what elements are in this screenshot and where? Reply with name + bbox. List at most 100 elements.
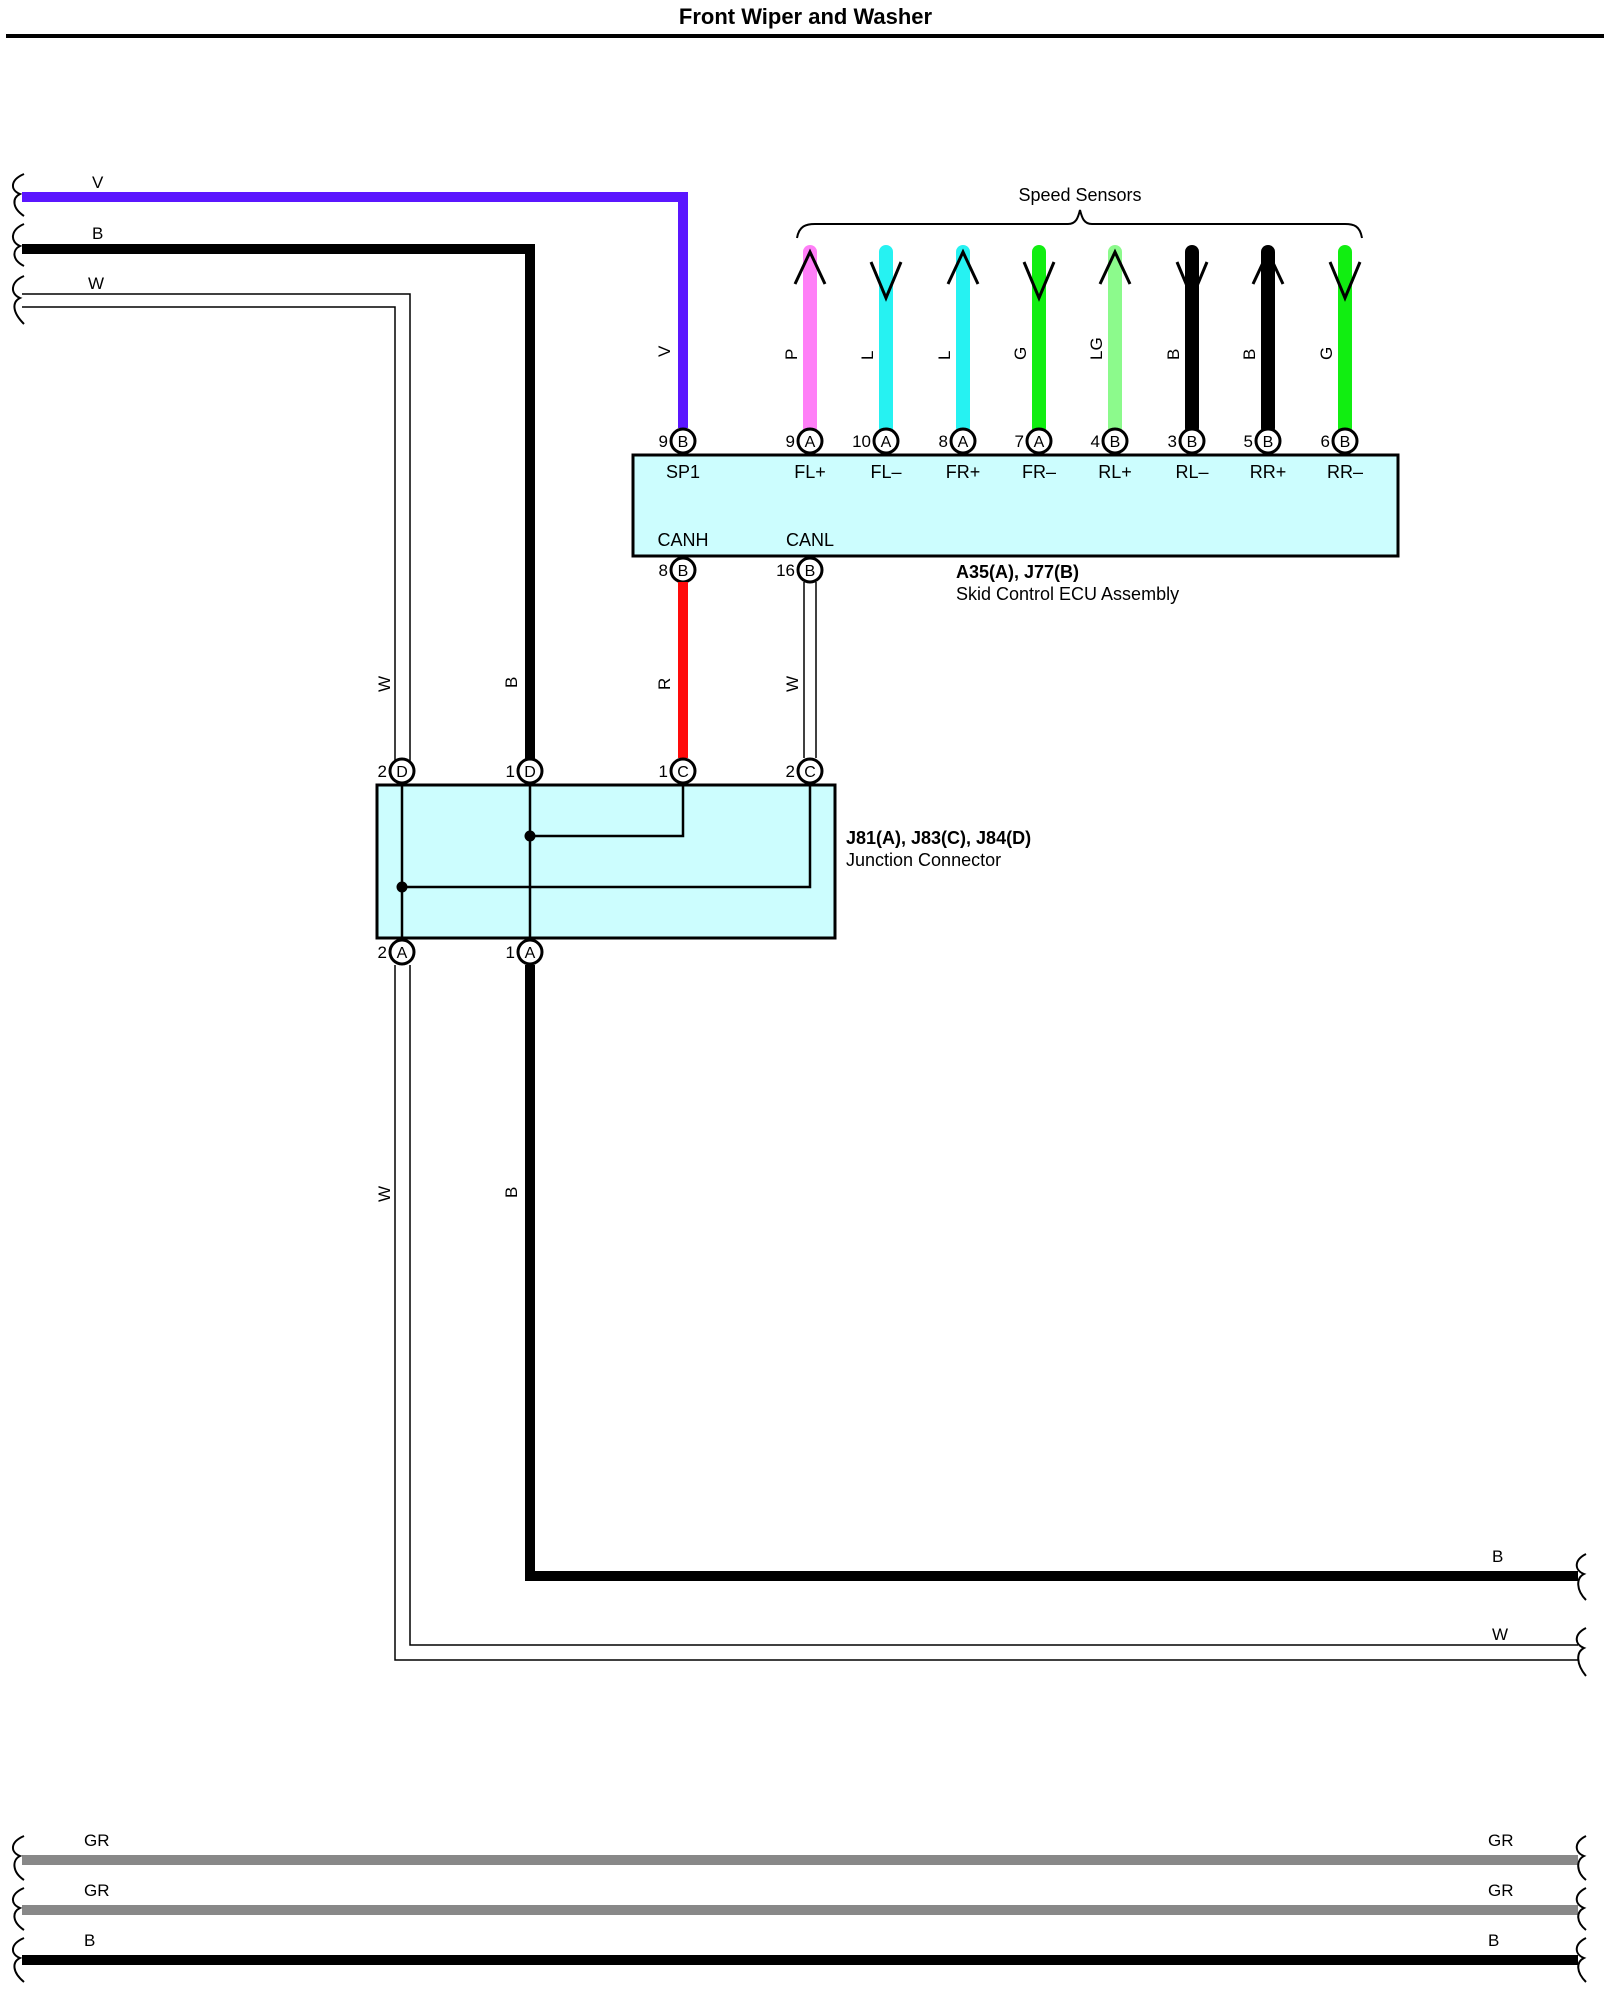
wire-label-w-lower: W [375,1186,394,1202]
ecu-signal-label: FR– [1022,462,1056,482]
pin-number: 3 [1168,432,1177,451]
wire-label-left: B [84,1931,95,1950]
break-marks-left [12,173,25,325]
connector-pin: A2 [378,938,416,966]
pin-number: 8 [659,561,668,580]
bottom-wire: GR GR [22,1881,1578,1915]
sensor-wire: LG [1087,245,1132,435]
pin-number: 8 [939,432,948,451]
pin-connector-letter: B [1340,434,1351,451]
pin-connector-letter: B [1263,434,1274,451]
wire-b-upper: B B [22,224,535,762]
pin-number: 6 [1321,432,1330,451]
splice-dot [524,830,536,842]
wire-canl-w [803,582,817,758]
wire-label-right: GR [1488,1831,1514,1850]
wire-color-label: L [935,351,954,360]
page-title: Front Wiper and Washer [678,4,933,29]
ecu-signal-label: FL– [870,462,901,482]
ecu-signal-label: RL– [1175,462,1208,482]
wire-v: V V [22,173,688,428]
pin-connector-letter: A [881,434,892,451]
wire-b-lower: B B [502,965,1578,1581]
connector-pin: A8 [939,427,977,455]
ecu-signal-label: RR– [1327,462,1363,482]
junction-connector-box [375,783,837,940]
junction-name-label: Junction Connector [846,850,1001,870]
connector-pin: B 16 [776,556,824,584]
ecu-signal-label: CANL [786,530,834,550]
connector-pin: B4 [1091,427,1129,455]
speed-sensors-label: Speed Sensors [1018,185,1141,205]
junction-code-label: J81(A), J83(C), J84(D) [846,828,1031,848]
wire-label-b-upper: B [502,677,521,688]
wire-label-left: GR [84,1881,110,1900]
connector-pin: B3 [1168,427,1206,455]
pin-number: 2 [378,762,387,781]
ecu-signal-label: RR+ [1250,462,1287,482]
sensor-wire: P [782,245,827,435]
connector-pin: D1 [506,757,544,785]
pin-number: 9 [659,432,668,451]
wire-color-label: G [1317,347,1336,360]
pin-connector-letter: C [804,764,816,781]
break-marks-right-middle [1575,1553,1587,1677]
ecu-code-label: A35(A), J77(B) [956,562,1079,582]
wire-label-w-upper: W [375,676,394,692]
pin-number: 10 [852,432,871,451]
pin-connector-letter: B [805,563,816,580]
ecu-signal-label: SP1 [666,462,700,482]
wire-label-b-right: B [1492,1547,1503,1566]
wire-label-right: B [1488,1931,1499,1950]
ecu-name-label: Skid Control ECU Assembly [956,584,1179,604]
wire-label-right: GR [1488,1881,1514,1900]
wire-color-label: B [1240,349,1259,360]
connector-pin: B8 [659,556,697,584]
skid-control-ecu-box [631,453,1400,558]
pin-number: 2 [786,762,795,781]
pin-connector-letter: B [1110,434,1121,451]
break-marks-bottom [12,1835,1587,1983]
wire-label-w-right: W [1492,1625,1508,1644]
pin-connector-letter: A [958,434,969,451]
wire-label-v-vert: V [655,345,674,357]
connector-pin: B9 [659,427,697,455]
pin-connector-letter: A [1034,434,1045,451]
pin-connector-letter: B [1187,434,1198,451]
wire-label-b-top: B [92,224,103,243]
wire-w-upper [22,293,411,762]
pin-connector-letter: A [397,945,408,962]
wire-label-w-canl: W [783,676,802,692]
pin-connector-letter: A [525,945,536,962]
pin-number: 1 [506,943,515,962]
ecu-signal-label: CANH [657,530,708,550]
ecu-signal-label: FL+ [794,462,826,482]
sensor-wire: L [858,245,903,435]
wire-color-label: L [858,351,877,360]
title-rule [6,34,1604,38]
pin-connector-letter: B [678,563,689,580]
connector-pin: B6 [1321,427,1359,455]
wire-color-label: LG [1087,337,1106,360]
connector-pin: C1 [659,757,697,785]
sensor-wire: B [1164,245,1209,435]
pin-number: 4 [1091,432,1100,451]
wire-canh-r: R [655,582,688,758]
wire-w-lower [394,965,1578,1661]
pin-number: 2 [378,943,387,962]
connector-pin: A9 [786,427,824,455]
wire-label-b-lower: B [502,1187,521,1198]
ecu-signal-label: FR+ [946,462,981,482]
pin-number: 9 [786,432,795,451]
pin-connector-letter: D [396,764,408,781]
ecu-signal-label: RL+ [1098,462,1132,482]
pin-number: 16 [776,561,795,580]
pin-connector-letter: A [805,434,816,451]
